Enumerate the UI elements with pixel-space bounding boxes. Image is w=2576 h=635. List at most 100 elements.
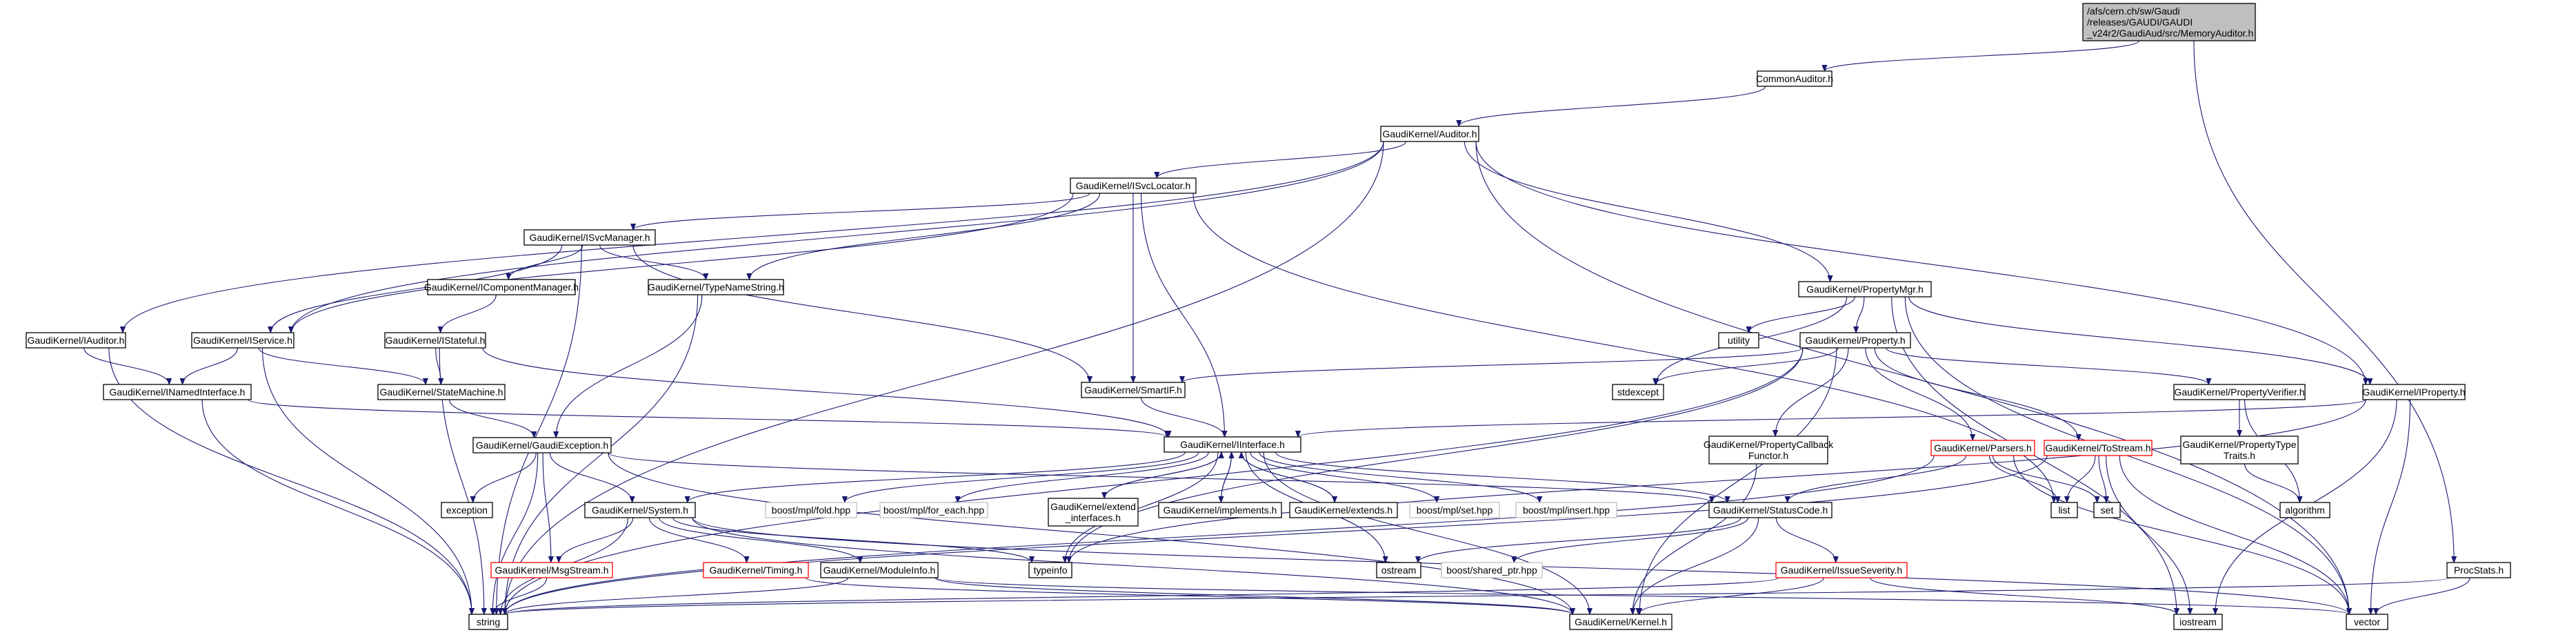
edge-property-to-propertycallback — [1775, 347, 1849, 436]
edge-inamedinterface-to-string — [201, 399, 472, 614]
node-stdexcept[interactable]: stdexcept — [1612, 384, 1664, 400]
node-tostream[interactable]: GaudiKernel/ToStream.h — [2044, 440, 2153, 456]
node-label-parsers: GaudiKernel/Parsers.h — [1934, 442, 2032, 453]
edge-inamedinterface-to-iinterface — [248, 399, 1167, 438]
node-label-mplset: boost/mpl/set.hpp — [1417, 505, 1493, 516]
node-statemachine[interactable]: GaudiKernel/StateMachine.h — [377, 384, 506, 400]
edge-iinterface-to-statuscode — [1275, 451, 1727, 503]
node-box-extends — [1289, 502, 1398, 518]
edge-property-to-string — [505, 347, 1804, 614]
node-label-procstats: ProcStats.h — [2454, 565, 2504, 576]
node-procstats[interactable]: ProcStats.h — [2446, 562, 2511, 578]
edge-system-to-moduleinfo — [659, 517, 860, 563]
node-property[interactable]: GaudiKernel/Property.h — [1799, 332, 1911, 349]
node-algorithm[interactable]: algorithm — [2279, 502, 2330, 518]
node-label-iproperty: GaudiKernel/IProperty.h — [2362, 387, 2465, 398]
edge-isvclocator-to-iinterface — [1140, 193, 1225, 437]
node-issueseverity[interactable]: GaudiKernel/IssueSeverity.h — [1775, 562, 1908, 578]
node-system[interactable]: GaudiKernel/System.h — [584, 502, 696, 518]
edge-system-to-typeinfo — [672, 517, 1032, 563]
node-label-extendinterfaces: _interfaces.h — [1065, 512, 1121, 523]
edge-statemachine-to-gaudiexception — [449, 399, 535, 438]
node-box-isvcmanager — [523, 229, 656, 246]
node-label-root: _v24r2/GaudiAud/src/MemoryAuditor.h — [2086, 28, 2253, 39]
node-box-timing — [703, 562, 809, 578]
node-box-istateful — [384, 332, 486, 349]
node-label-extends: GaudiKernel/extends.h — [1295, 505, 1392, 516]
node-msgstream[interactable]: GaudiKernel/MsgStream.h — [490, 562, 613, 578]
node-timing[interactable]: GaudiKernel/Timing.h — [703, 562, 809, 578]
node-propertyverifier[interactable]: GaudiKernel/PropertyVerifier.h — [2173, 384, 2306, 400]
node-extendinterfaces[interactable]: GaudiKernel/extend_interfaces.h — [1048, 498, 1139, 527]
node-moduleinfo[interactable]: GaudiKernel/ModuleInfo.h — [820, 562, 939, 578]
node-label-stdexcept: stdexcept — [1617, 387, 1659, 398]
node-iservice[interactable]: GaudiKernel/IService.h — [191, 332, 294, 349]
node-mplset[interactable]: boost/mpl/set.hpp — [1409, 502, 1500, 518]
node-mplforeach[interactable]: boost/mpl/for_each.hpp — [879, 502, 988, 518]
node-ostream[interactable]: ostream — [1376, 562, 1421, 578]
node-box-commonauditor — [1757, 70, 1833, 87]
edge-propertymgr-to-property — [1856, 296, 1865, 333]
node-extends[interactable]: GaudiKernel/extends.h — [1289, 502, 1398, 518]
node-propertymgr[interactable]: GaudiKernel/PropertyMgr.h — [1798, 281, 1932, 297]
edge-smartif-to-iinterface — [1140, 397, 1225, 438]
node-commonauditor[interactable]: CommonAuditor.h — [1756, 70, 1833, 87]
edge-auditor-to-propertymgr — [1464, 141, 1830, 282]
node-isvcmanager[interactable]: GaudiKernel/ISvcManager.h — [523, 229, 656, 246]
node-statuscode[interactable]: GaudiKernel/StatusCode.h — [1708, 502, 1833, 518]
node-box-string — [468, 614, 508, 630]
edge-isvclocator-to-typenamestring — [749, 193, 1101, 280]
node-box-propertyverifier — [2173, 384, 2306, 400]
edge-isvclocator-to-isvcmanager — [633, 193, 1090, 231]
node-iproperty[interactable]: GaudiKernel/IProperty.h — [2362, 384, 2466, 400]
node-implements[interactable]: GaudiKernel/implements.h — [1158, 502, 1282, 518]
edge-extends-to-iinterface — [1241, 451, 1335, 503]
node-iauditor[interactable]: GaudiKernel/IAuditor.h — [26, 332, 126, 349]
node-root[interactable]: /afs/cern.ch/sw/Gaudi/releases/GAUDI/GAU… — [2082, 3, 2256, 41]
node-iinterface[interactable]: GaudiKernel/IInterface.h — [1164, 436, 1301, 453]
node-exception[interactable]: exception — [441, 502, 493, 518]
node-isvclocator[interactable]: GaudiKernel/ISvcLocator.h — [1070, 177, 1197, 194]
node-sharedptr[interactable]: boost/shared_ptr.hpp — [1441, 562, 1543, 578]
edge-tostream-to-set — [2098, 455, 2106, 502]
edge-moduleinfo-to-string — [505, 577, 849, 615]
node-parsers[interactable]: GaudiKernel/Parsers.h — [1930, 440, 2035, 456]
node-label-isvcmanager: GaudiKernel/ISvcManager.h — [529, 232, 650, 243]
edge-parsers-to-statuscode — [1788, 455, 1966, 503]
edge-issueseverity-to-string — [505, 577, 1779, 615]
edge-implements-to-iinterface — [1220, 452, 1231, 503]
node-mplinsert[interactable]: boost/mpl/insert.hpp — [1515, 502, 1617, 518]
node-label-smartif: GaudiKernel/SmartIF.h — [1084, 384, 1182, 395]
node-typenamestring[interactable]: GaudiKernel/TypeNameString.h — [648, 279, 784, 295]
node-gaudiexception[interactable]: GaudiKernel/GaudiException.h — [472, 437, 612, 453]
node-box-algorithm — [2279, 502, 2330, 518]
edge-propertycallback-to-kernel — [1633, 463, 1757, 614]
node-label-implements: GaudiKernel/implements.h — [1164, 505, 1277, 516]
node-istateful[interactable]: GaudiKernel/IStateful.h — [384, 332, 486, 349]
node-mplfold[interactable]: boost/mpl/fold.hpp — [765, 502, 857, 518]
node-typeinfo[interactable]: typeinfo — [1028, 562, 1072, 578]
node-box-mplfold — [765, 502, 857, 518]
node-kernel[interactable]: GaudiKernel/Kernel.h — [1569, 614, 1673, 630]
node-box-statemachine — [377, 384, 506, 400]
node-utility[interactable]: utility — [1718, 332, 1759, 349]
node-iostream[interactable]: iostream — [2173, 614, 2223, 630]
edge-isvcmanager-to-icomponentmanager — [508, 244, 583, 280]
node-icomponentmanager[interactable]: GaudiKernel/IComponentManager.h — [424, 279, 579, 295]
edge-typenamestring-to-string — [505, 294, 699, 614]
node-inamedinterface[interactable]: GaudiKernel/INamedInterface.h — [103, 384, 252, 400]
node-box-inamedinterface — [103, 384, 252, 400]
node-label-isvclocator: GaudiKernel/ISvcLocator.h — [1076, 180, 1191, 191]
node-box-procstats — [2446, 562, 2511, 578]
node-set[interactable]: set — [2093, 502, 2121, 518]
node-auditor[interactable]: GaudiKernel/Auditor.h — [1380, 126, 1479, 142]
node-vector[interactable]: vector — [2346, 614, 2388, 630]
node-label-commonauditor: CommonAuditor.h — [1756, 73, 1833, 84]
node-string[interactable]: string — [468, 614, 508, 630]
node-smartif[interactable]: GaudiKernel/SmartIF.h — [1081, 382, 1186, 398]
node-box-propertymgr — [1798, 281, 1932, 297]
node-list[interactable]: list — [2050, 502, 2078, 518]
